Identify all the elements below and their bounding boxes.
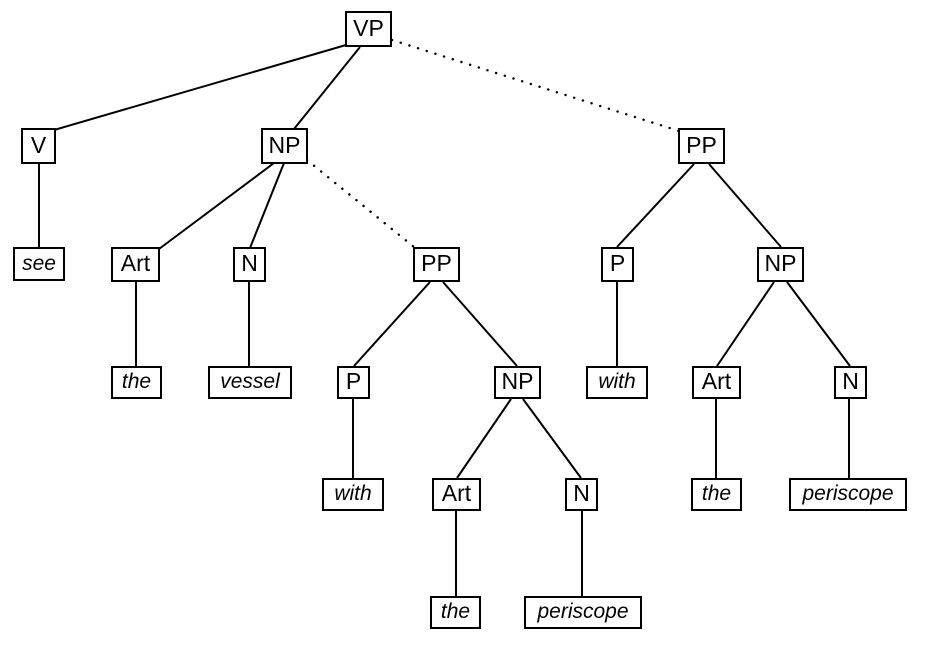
node-label: with (598, 370, 636, 393)
node-label: N (573, 480, 590, 506)
node-label: periscope (537, 600, 629, 623)
tree-edge-pp_right-to-np_right (708, 163, 782, 248)
node-label: see (22, 251, 56, 275)
category-node-art1[interactable]: Art (111, 247, 160, 282)
category-node-vp[interactable]: VP (345, 11, 392, 47)
category-node-n1[interactable]: N (233, 247, 266, 282)
node-label: the (701, 482, 732, 505)
leaf-node-see[interactable]: see (13, 247, 65, 281)
category-node-n_m[interactable]: N (565, 478, 598, 511)
leaf-node-the_r[interactable]: the (691, 478, 742, 511)
node-label: NP (501, 368, 534, 394)
node-label: P (345, 368, 362, 394)
tree-edge-pp_right-to-p_right (616, 163, 695, 248)
leaf-node-the1[interactable]: the (111, 366, 162, 399)
node-label: NP (268, 131, 301, 158)
tree-edge-np1-to-pp_mid (305, 158, 416, 249)
node-label: P (609, 250, 626, 276)
tree-edge-vp-to-pp_right (390, 38, 681, 133)
node-label: NP (764, 250, 797, 276)
tree-edge-pp_mid-to-np_mid (442, 281, 518, 367)
node-label: Art (701, 368, 732, 394)
node-label: N (241, 250, 258, 276)
leaf-node-the_m[interactable]: the (430, 596, 481, 629)
node-label: periscope (802, 482, 894, 505)
category-node-art_r[interactable]: Art (692, 366, 741, 399)
node-label: Art (120, 250, 151, 276)
tree-edge-np_mid-to-n_m (522, 398, 582, 479)
node-label: N (842, 368, 859, 394)
tree-edge-np_right-to-art_r (716, 281, 775, 367)
category-node-np_right[interactable]: NP (757, 247, 804, 282)
node-label: the (121, 370, 152, 393)
node-label: with (334, 482, 372, 505)
node-label: V (30, 131, 47, 158)
leaf-node-with_m[interactable]: with (322, 478, 384, 511)
category-node-p_right[interactable]: P (601, 247, 634, 282)
leaf-node-periscope_r[interactable]: periscope (789, 478, 907, 511)
tree-edge-vp-to-v (53, 44, 347, 131)
leaf-node-periscope_m[interactable]: periscope (524, 596, 642, 629)
category-node-p_mid[interactable]: P (337, 366, 370, 399)
tree-edge-pp_mid-to-p_mid (353, 281, 431, 367)
category-node-np1[interactable]: NP (261, 128, 308, 164)
node-label: PP (421, 250, 452, 276)
node-label: PP (686, 131, 717, 158)
tree-edge-np1-to-n1 (249, 162, 285, 249)
tree-edge-vp-to-np1 (293, 46, 361, 130)
node-label: vessel (220, 370, 280, 393)
category-node-np_mid[interactable]: NP (494, 366, 541, 399)
tree-edge-np_right-to-n_r (786, 281, 851, 367)
leaf-node-with_r[interactable]: with (586, 366, 648, 399)
node-label: VP (353, 14, 384, 41)
category-node-v[interactable]: V (21, 128, 56, 164)
node-label: Art (441, 480, 472, 506)
category-node-n_r[interactable]: N (834, 366, 867, 399)
category-node-pp_mid[interactable]: PP (413, 247, 460, 282)
leaf-node-vessel[interactable]: vessel (208, 366, 292, 399)
node-label: the (440, 600, 471, 623)
tree-edge-np1-to-art1 (158, 162, 275, 250)
category-node-art_m[interactable]: Art (432, 478, 481, 511)
tree-edge-np_mid-to-art_m (456, 398, 512, 479)
category-node-pp_right[interactable]: PP (678, 128, 725, 164)
